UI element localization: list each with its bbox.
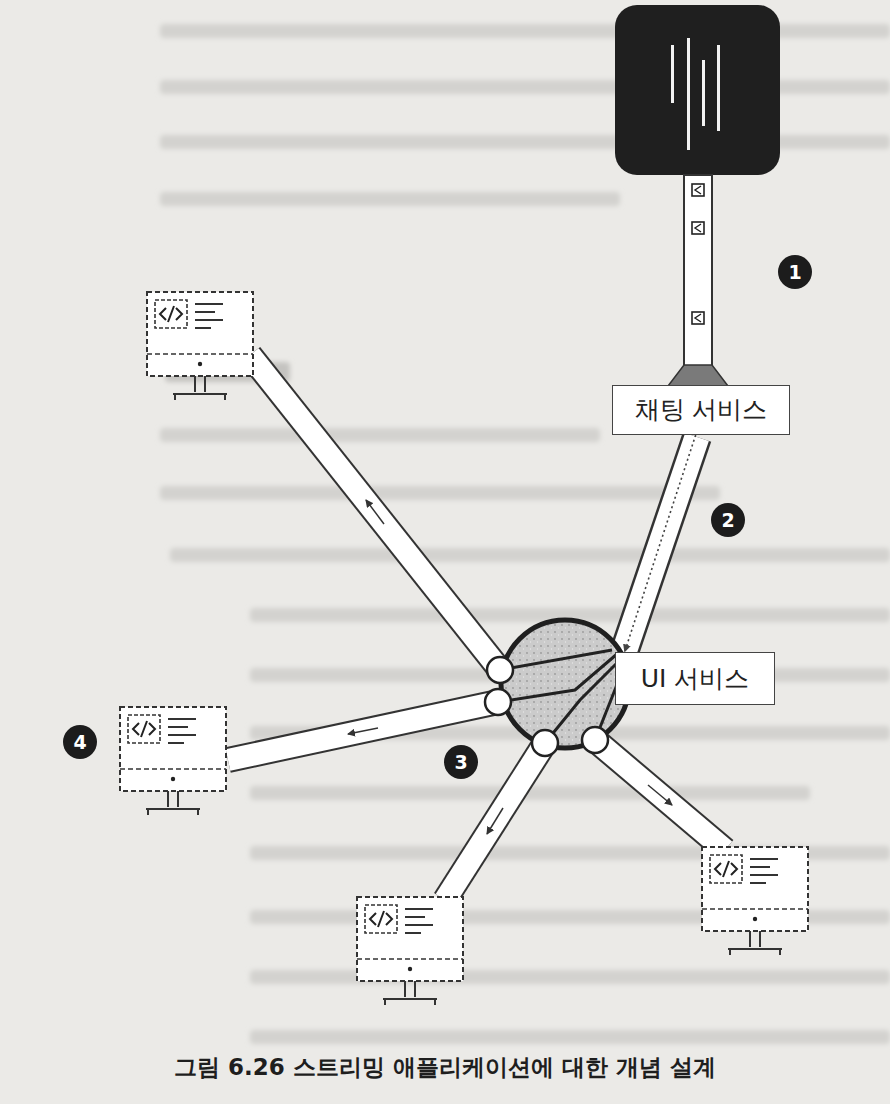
callout-number: 3 <box>444 745 478 779</box>
monitor-icon <box>120 707 226 815</box>
monitor-icon <box>702 847 808 955</box>
callout-text: 2 <box>721 511 734 530</box>
funnel <box>668 365 728 386</box>
app-icon <box>615 5 780 175</box>
hub-circle <box>501 620 629 748</box>
monitor-pipes <box>228 355 725 900</box>
icon-bars <box>671 38 720 150</box>
hub-wires <box>498 650 626 743</box>
callout-text: 4 <box>73 733 86 752</box>
blurred-background-text <box>160 24 890 1044</box>
callout-number: 1 <box>778 255 812 289</box>
callout-number: 4 <box>63 725 97 759</box>
callout-text: 3 <box>454 753 467 772</box>
service-box: UI 서비스 <box>615 652 775 705</box>
hub-ports <box>485 657 608 756</box>
service-box: 채팅 서비스 <box>612 385 790 435</box>
monitor-icon <box>147 292 253 400</box>
box-label: 채팅 서비스 <box>635 395 768 425</box>
message-squares <box>692 184 704 324</box>
figure-caption: 그림 6.26 스트리밍 애플리케이션에 대한 개념 설계 <box>0 1052 890 1083</box>
callout-number: 2 <box>711 503 745 537</box>
dotted-arrow <box>625 435 696 652</box>
callout-text: 1 <box>788 263 801 282</box>
message-pipe <box>684 175 712 366</box>
box-label: UI 서비스 <box>641 664 750 694</box>
monitor-icon <box>357 897 463 1005</box>
